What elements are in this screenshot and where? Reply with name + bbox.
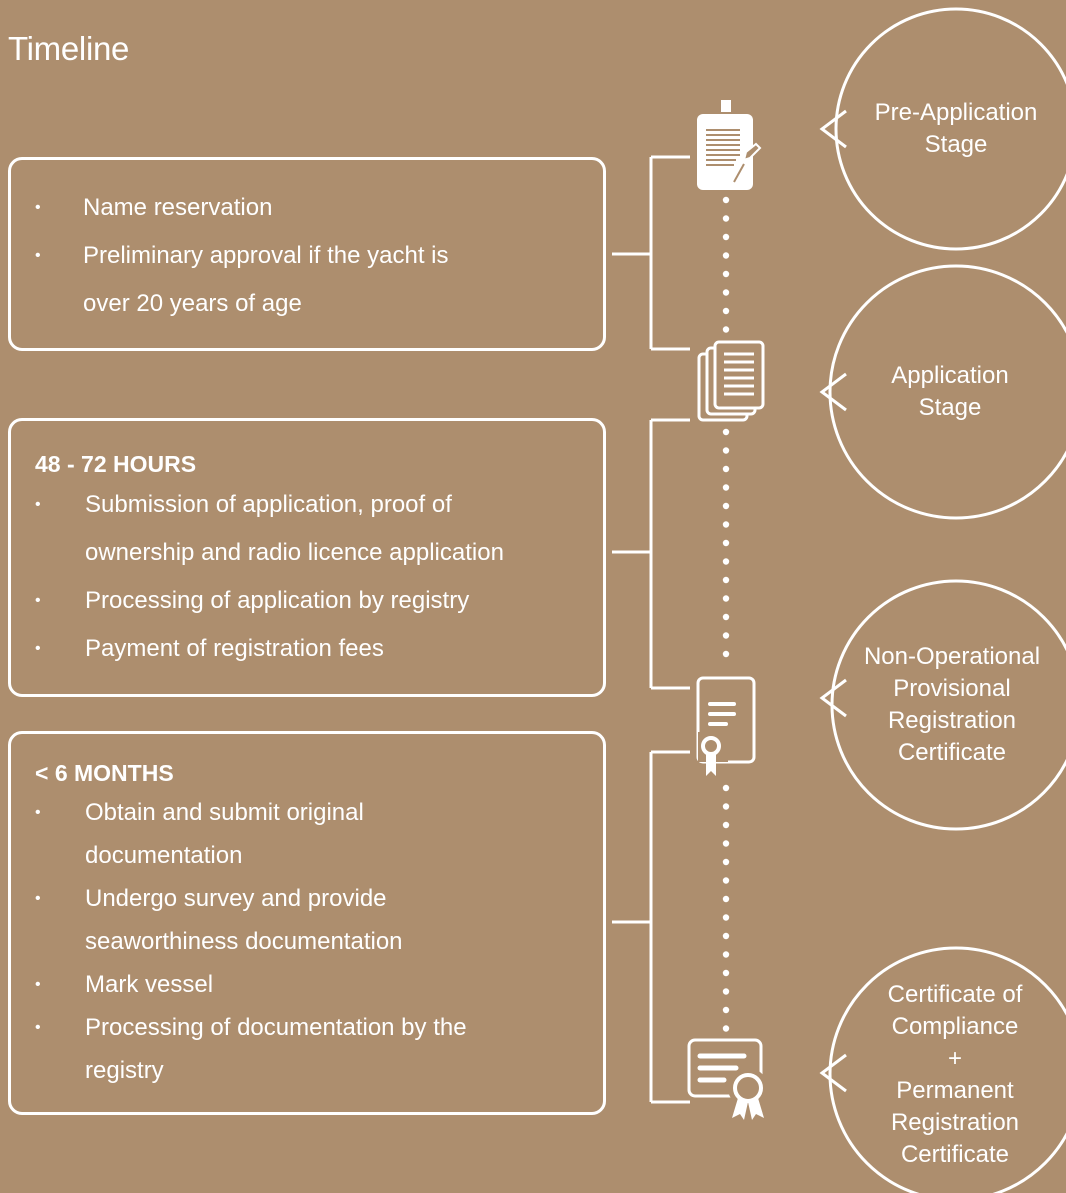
documents-stack-icon bbox=[697, 340, 765, 422]
stage-duration: 48 - 72 HOURS bbox=[35, 451, 197, 477]
diploma-ribbon-icon bbox=[687, 1038, 768, 1120]
timeline-dot bbox=[722, 858, 730, 866]
list-item-text: Processing of application by registry bbox=[85, 587, 470, 614]
timeline-dot bbox=[722, 988, 730, 995]
bullet: • bbox=[35, 976, 41, 993]
milestone-bubble-permanent: Certificate of Compliance + Permanent Re… bbox=[830, 981, 1066, 1168]
list-item-text: registry bbox=[85, 1057, 164, 1084]
timeline-dot bbox=[722, 632, 730, 639]
milestone-bubble-application: Application Stage bbox=[830, 266, 1066, 518]
timeline-dot bbox=[722, 326, 730, 333]
list-item: • Preliminary approval if the yacht is o… bbox=[11, 232, 603, 328]
timeline-dot bbox=[722, 821, 730, 829]
bubble-outline-3 bbox=[819, 678, 847, 718]
timeline-dot bbox=[722, 307, 730, 315]
timeline-dot bbox=[722, 215, 730, 222]
list-item-text: Undergo survey and provide bbox=[85, 885, 387, 912]
timeline-dot bbox=[722, 502, 730, 510]
certificate-scroll-icon bbox=[696, 676, 756, 776]
timeline-dot bbox=[722, 595, 730, 602]
list-item-text: seaworthiness documentation bbox=[85, 928, 403, 955]
timeline-dot bbox=[722, 428, 730, 436]
bullet: • bbox=[35, 199, 41, 216]
milestone-bubble-pre-application: Pre-Application Stage bbox=[836, 9, 1066, 249]
list-item: • Mark vessel bbox=[11, 963, 603, 1006]
bullet: • bbox=[35, 592, 41, 609]
list-item-text: ownership and radio licence application bbox=[85, 539, 504, 566]
timeline-dot bbox=[722, 803, 730, 810]
bracket-3 bbox=[612, 750, 690, 1104]
list-item: • Name reservation bbox=[11, 184, 603, 232]
list-item: • Processing of documentation by the reg… bbox=[11, 1006, 603, 1092]
timeline-dot bbox=[722, 196, 730, 204]
list-item: • Payment of registration fees bbox=[11, 625, 603, 673]
milestone-bubble-provisional: Non-Operational Provisional Registration… bbox=[832, 581, 1066, 829]
timeline-dot bbox=[722, 252, 730, 259]
bullet: • bbox=[35, 804, 41, 821]
bubble-outline-4 bbox=[819, 1053, 847, 1093]
timeline-dot bbox=[722, 484, 730, 491]
stage-duration: < 6 MONTHS bbox=[35, 760, 174, 786]
list-item-text: Processing of documentation by the bbox=[85, 1014, 467, 1041]
page-title: Timeline bbox=[8, 30, 130, 67]
list-item: • Undergo survey and provide seaworthine… bbox=[11, 877, 603, 963]
timeline-dot bbox=[722, 233, 730, 241]
timeline-dot bbox=[722, 289, 730, 296]
bracket-1 bbox=[612, 155, 690, 351]
list-item-text: documentation bbox=[85, 842, 243, 869]
milestone-label: Pre-Application Stage bbox=[874, 99, 1038, 158]
timeline-dot bbox=[722, 521, 730, 528]
timeline-dot bbox=[722, 650, 730, 658]
stage-box-registration: < 6 MONTHS • Obtain and submit original … bbox=[8, 731, 606, 1115]
list-item-text: Payment of registration fees bbox=[85, 635, 384, 662]
timeline-dot bbox=[722, 1025, 730, 1032]
milestone-label: Application Stage bbox=[891, 362, 1009, 421]
bubble-outline-2 bbox=[819, 372, 847, 412]
timeline-dot bbox=[722, 613, 730, 621]
milestone-label: Certificate of Compliance + Permanent Re… bbox=[887, 981, 1023, 1168]
timeline-dot bbox=[722, 270, 730, 278]
timeline-dot bbox=[722, 877, 730, 884]
bullet: • bbox=[35, 640, 41, 657]
timeline-dot bbox=[722, 1006, 730, 1014]
list-item-text: Name reservation bbox=[83, 194, 273, 221]
timeline-dot bbox=[722, 840, 730, 847]
timeline-dot bbox=[722, 465, 730, 473]
timeline-dot bbox=[722, 539, 730, 547]
bullet: • bbox=[35, 1019, 41, 1036]
timeline-dot bbox=[722, 951, 730, 958]
timeline-dot bbox=[722, 576, 730, 584]
list-item-text: Obtain and submit original bbox=[85, 799, 364, 826]
timeline-dots bbox=[722, 196, 730, 1032]
list-item: • Processing of application by registry bbox=[11, 577, 603, 625]
bullet: • bbox=[35, 890, 41, 907]
timeline-dot bbox=[722, 914, 730, 921]
timeline-dot bbox=[722, 969, 730, 977]
list-item-text: Preliminary approval if the yacht is bbox=[83, 242, 449, 269]
timeline-dot bbox=[722, 784, 730, 792]
bracket-2 bbox=[612, 418, 690, 690]
list-item-text: over 20 years of age bbox=[83, 290, 302, 317]
bullet: • bbox=[35, 496, 41, 513]
document-pen-icon bbox=[697, 100, 762, 190]
list-item-text: Submission of application, proof of bbox=[85, 491, 452, 518]
list-item: • Submission of application, proof of ow… bbox=[11, 481, 603, 577]
stage-box-application: 48 - 72 HOURS • Submission of applicatio… bbox=[8, 418, 606, 697]
list-item-text: Mark vessel bbox=[85, 971, 214, 998]
timeline-dot bbox=[722, 932, 730, 940]
stage-box-pre-application: • Name reservation • Preliminary approva… bbox=[8, 157, 606, 351]
bullet: • bbox=[35, 247, 41, 264]
milestone-label: Non-Operational Provisional Registration… bbox=[863, 643, 1041, 766]
list-item: • Obtain and submit original documentati… bbox=[11, 791, 603, 877]
timeline-dot bbox=[722, 895, 730, 903]
timeline-dot bbox=[722, 558, 730, 565]
timeline-dot bbox=[722, 447, 730, 454]
